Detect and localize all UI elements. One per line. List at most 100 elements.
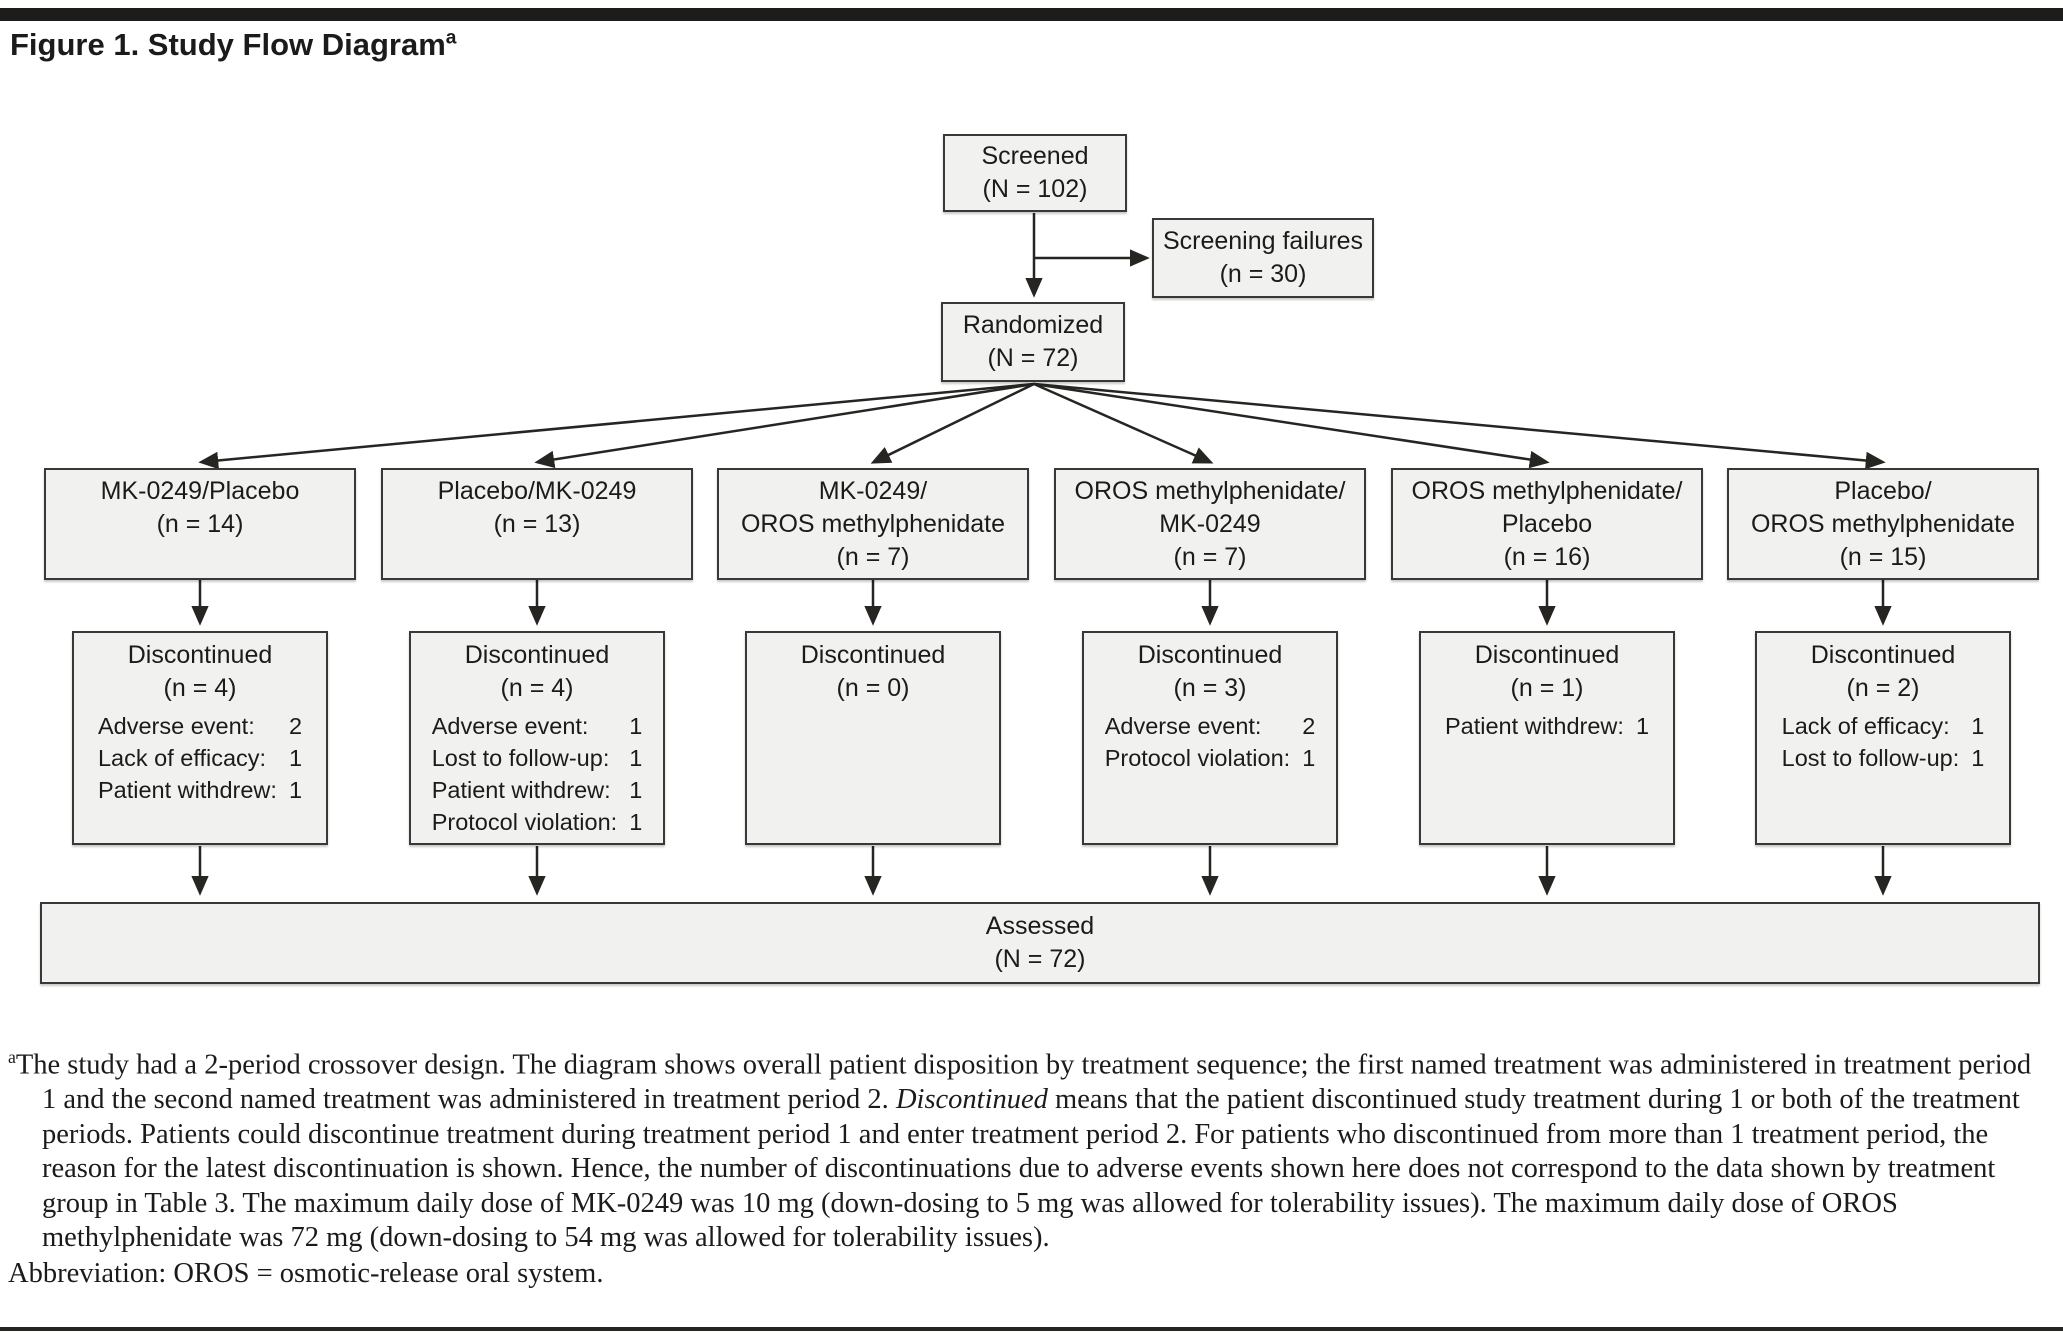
discontinued-label: Discontinued: [1137, 641, 1283, 669]
arm-n: (n = 15): [1839, 543, 1927, 571]
arm-n: (n = 16): [1503, 543, 1591, 571]
discontinued-label: Discontinued: [127, 641, 273, 669]
reason-value: 1: [1302, 745, 1316, 771]
figure-title: Figure 1. Study Flow Diagrama: [10, 27, 456, 63]
reason-value: 1: [629, 777, 643, 803]
reason-label: Protocol violation:: [431, 809, 618, 835]
discontinued-label: Discontinued: [800, 641, 946, 669]
assessed-label: Assessed: [985, 912, 1095, 940]
discontinue-reason: Lack of efficacy: 1: [1782, 710, 1985, 742]
arm-box-mk0249-oros: MK-0249/ OROS methylphenidate (n = 7): [717, 468, 1029, 580]
discontinued-label: Discontinued: [1810, 641, 1956, 669]
discontinued-box-6: Discontinued (n = 2) Lack of efficacy: 1…: [1755, 631, 2011, 845]
arrow-randomized-to-arm-4: [1033, 382, 1214, 464]
arrow-lines: [191, 213, 1892, 896]
discontinue-reasons: Adverse event: 2 Lack of efficacy: 1 Pat…: [98, 710, 302, 806]
discontinue-reason: Lack of efficacy: 1: [98, 742, 302, 774]
reason-label: Adverse event:: [97, 713, 255, 739]
screening-failures-label: Screening failures: [1162, 227, 1364, 255]
assessed-n: (N = 72): [994, 945, 1086, 973]
arm-name: MK-0249/Placebo: [100, 477, 300, 505]
footnote-italic-segment: Discontinued: [895, 1084, 1048, 1115]
randomized-label: Randomized: [962, 311, 1104, 339]
discontinue-reason: Lost to follow-up: 1: [1782, 742, 1985, 774]
footnote-segment: means that the patient discontinued stud…: [42, 1084, 2020, 1253]
discontinued-n: (n = 4): [163, 674, 237, 702]
discontinue-reasons: Adverse event: 2 Protocol violation: 1: [1105, 710, 1316, 774]
arrow-randomized-to-arm-3: [870, 382, 1035, 464]
discontinued-box-2: Discontinued (n = 4) Adverse event: 1 Lo…: [409, 631, 665, 845]
arm-n: (n = 7): [836, 543, 910, 571]
screened-n: (N = 102): [982, 175, 1088, 203]
reason-value: 1: [629, 745, 643, 771]
discontinued-n: (n = 4): [500, 674, 574, 702]
arm-name: OROS methylphenidate/ MK-0249: [1074, 477, 1346, 538]
discontinue-reasons: Patient withdrew: 1: [1445, 710, 1649, 742]
screening-failures-box: Screening failures (n = 30): [1152, 218, 1374, 298]
discontinue-reason: Protocol violation: 1: [432, 806, 643, 838]
arm-n: (n = 13): [493, 510, 581, 538]
discontinued-box-4: Discontinued (n = 3) Adverse event: 2 Pr…: [1082, 631, 1338, 845]
arm-box-oros-placebo: OROS methylphenidate/ Placebo (n = 16): [1391, 468, 1703, 580]
discontinue-reasons: Lack of efficacy: 1 Lost to follow-up: 1: [1782, 710, 1985, 774]
figure-title-text: Figure 1. Study Flow Diagram: [10, 27, 446, 62]
discontinue-reason: Protocol violation: 1: [1105, 742, 1316, 774]
arm-box-mk0249-placebo: MK-0249/Placebo (n = 14): [44, 468, 356, 580]
screened-label: Screened: [981, 142, 1089, 170]
reason-value: 1: [288, 745, 303, 771]
discontinued-label: Discontinued: [464, 641, 610, 669]
reason-value: 2: [1302, 713, 1316, 739]
reason-value: 1: [1635, 713, 1650, 739]
footnote-segment: The study had a 2-period crossover desig…: [15, 1049, 2032, 1116]
reason-label: Adverse event:: [431, 713, 589, 739]
reason-label: Lack of efficacy:: [1781, 713, 1950, 739]
abbreviation-line: Abbreviation: OROS = osmotic-release ora…: [8, 1257, 604, 1289]
bottom-rule: [0, 1327, 2063, 1331]
discontinued-n: (n = 1): [1510, 674, 1584, 702]
figure-footnote: aThe study had a 2-period crossover desi…: [8, 1040, 2052, 1291]
reason-label: Protocol violation:: [1104, 745, 1291, 771]
reason-value: 1: [629, 713, 643, 739]
discontinued-n: (n = 3): [1173, 674, 1247, 702]
discontinued-box-1: Discontinued (n = 4) Adverse event: 2 La…: [72, 631, 328, 845]
arrow-randomized-to-arm-2: [534, 382, 1035, 469]
reason-label: Adverse event:: [1104, 713, 1262, 739]
footnote-marker: a: [8, 1047, 16, 1067]
discontinue-reason: Lost to follow-up: 1: [432, 742, 643, 774]
reason-label: Lost to follow-up:: [1781, 745, 1960, 771]
discontinued-n: (n = 2): [1846, 674, 1920, 702]
screened-box: Screened (N = 102): [943, 134, 1127, 212]
reason-label: Patient withdrew:: [1444, 713, 1624, 739]
discontinue-reason: Patient withdrew: 1: [432, 774, 643, 806]
arm-box-placebo-mk0249: Placebo/MK-0249 (n = 13): [381, 468, 693, 580]
reason-value: 1: [1971, 713, 1985, 739]
discontinued-label: Discontinued: [1474, 641, 1620, 669]
arm-name: Placebo/MK-0249: [437, 477, 637, 505]
footnote-text: The study had a 2-period crossover desig…: [16, 1050, 2031, 1254]
reason-label: Patient withdrew:: [97, 777, 277, 803]
discontinue-reason: Adverse event: 2: [98, 710, 302, 742]
reason-label: Lost to follow-up:: [431, 745, 610, 771]
reason-value: 1: [1971, 745, 1985, 771]
arrow-randomized-to-arm-6: [1033, 382, 1886, 470]
reason-value: 1: [629, 809, 643, 835]
arm-n: (n = 14): [156, 510, 244, 538]
randomized-n: (N = 72): [987, 344, 1079, 372]
randomized-box: Randomized (N = 72): [941, 302, 1125, 382]
top-accent-bar: [0, 8, 2063, 21]
arm-name: Placebo/ OROS methylphenidate: [1750, 477, 2016, 538]
footnote-paragraph: aThe study had a 2-period crossover desi…: [8, 1040, 2052, 1256]
discontinue-reason: Patient withdrew: 1: [1445, 710, 1649, 742]
discontinue-reason: Adverse event: 1: [432, 710, 643, 742]
assessed-box: Assessed (N = 72): [40, 902, 2040, 984]
arm-name: MK-0249/ OROS methylphenidate: [740, 477, 1006, 538]
discontinued-box-5: Discontinued (n = 1) Patient withdrew: 1: [1419, 631, 1675, 845]
discontinued-box-3: Discontinued (n = 0): [745, 631, 1001, 845]
reason-value: 1: [288, 777, 303, 803]
arm-box-oros-mk0249: OROS methylphenidate/ MK-0249 (n = 7): [1054, 468, 1366, 580]
arrow-randomized-to-arm-1: [198, 382, 1035, 470]
arm-n: (n = 7): [1173, 543, 1247, 571]
discontinue-reason: Patient withdrew: 1: [98, 774, 302, 806]
arm-name: OROS methylphenidate/ Placebo: [1411, 477, 1683, 538]
